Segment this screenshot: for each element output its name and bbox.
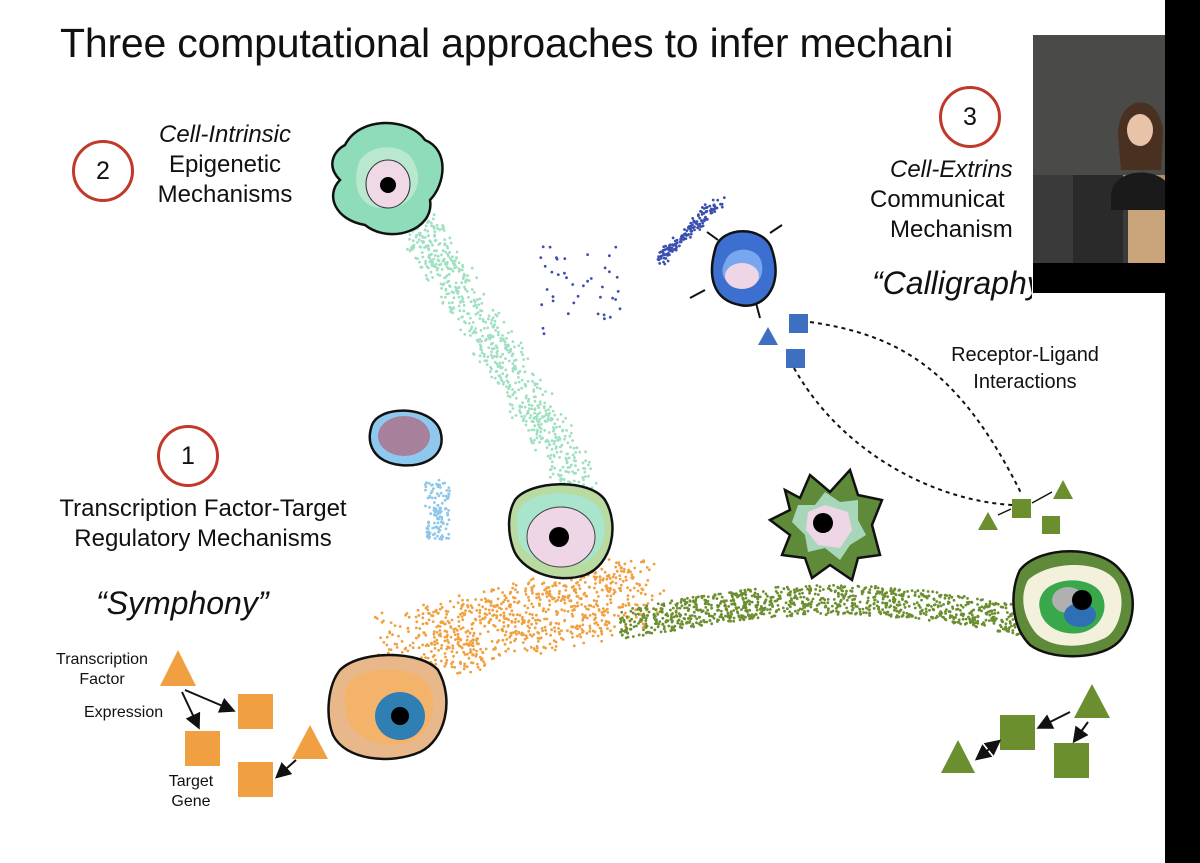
receptor-ligand-label: Receptor-Ligand Interactions bbox=[930, 342, 1120, 396]
legend-tf-line1: Transcription bbox=[56, 651, 148, 668]
legend-expression-label: Expression bbox=[84, 704, 164, 721]
slide-title: Three computational approaches to infer … bbox=[60, 20, 954, 66]
calligraphy-nickname: “Calligraphy bbox=[872, 265, 1032, 301]
legend-tf-label: Transcription Factor bbox=[42, 650, 162, 690]
epigenetic-cell bbox=[331, 121, 444, 236]
green-ligand-shapes bbox=[978, 480, 1073, 534]
cell-scatter-cloud bbox=[373, 196, 1042, 685]
approach-2-line1: Cell-Intrinsic bbox=[158, 121, 292, 148]
legend-target-line1: Target bbox=[168, 773, 214, 790]
approach-3-line3: Mechanism bbox=[890, 216, 1013, 243]
blue-cell-top bbox=[689, 224, 783, 319]
green-cell-right bbox=[1012, 550, 1134, 658]
receptor-ligand-arc bbox=[793, 321, 1023, 506]
legend-tf-line2: Factor bbox=[79, 671, 125, 688]
green-network-shapes bbox=[941, 684, 1110, 778]
orange-network-shapes bbox=[160, 650, 328, 797]
legend-target-line2: Gene bbox=[171, 793, 211, 810]
symphony-nickname: “Symphony” bbox=[96, 585, 269, 621]
approach-1-label: Transcription Factor-Target Regulatory M… bbox=[28, 494, 378, 554]
approach-1-line2: Regulatory Mechanisms bbox=[74, 525, 332, 552]
approach-2-line2: Epigenetic bbox=[168, 151, 282, 178]
legend-target-label: Target Gene bbox=[156, 772, 226, 812]
diagram-canvas bbox=[160, 121, 1134, 797]
approach-3-line2: Communicat bbox=[870, 186, 1005, 213]
receptor-ligand-line2: Interactions bbox=[973, 371, 1077, 393]
approach-3-line1: Cell-Extrins bbox=[890, 156, 1013, 183]
small-blue-cell bbox=[368, 409, 443, 467]
receptor-ligand-line1: Receptor-Ligand bbox=[951, 344, 1099, 366]
approach-3-number: 3 bbox=[939, 86, 1001, 148]
spiky-cell bbox=[767, 467, 884, 583]
approach-3-label: Cell-Extrins Communicat Mechanism bbox=[870, 155, 1040, 245]
orange-cell bbox=[327, 653, 448, 761]
right-black-bar bbox=[1165, 0, 1200, 863]
approach-2-label: Cell-Intrinsic Epigenetic Mechanisms bbox=[140, 120, 310, 210]
blue-receptor-shapes bbox=[758, 314, 808, 368]
center-cell bbox=[507, 483, 614, 580]
approach-2-line3: Mechanisms bbox=[157, 181, 293, 208]
approach-1-number: 1 bbox=[157, 425, 219, 487]
approach-2-number: 2 bbox=[72, 140, 134, 202]
approach-1-line1: Transcription Factor-Target bbox=[59, 495, 347, 522]
